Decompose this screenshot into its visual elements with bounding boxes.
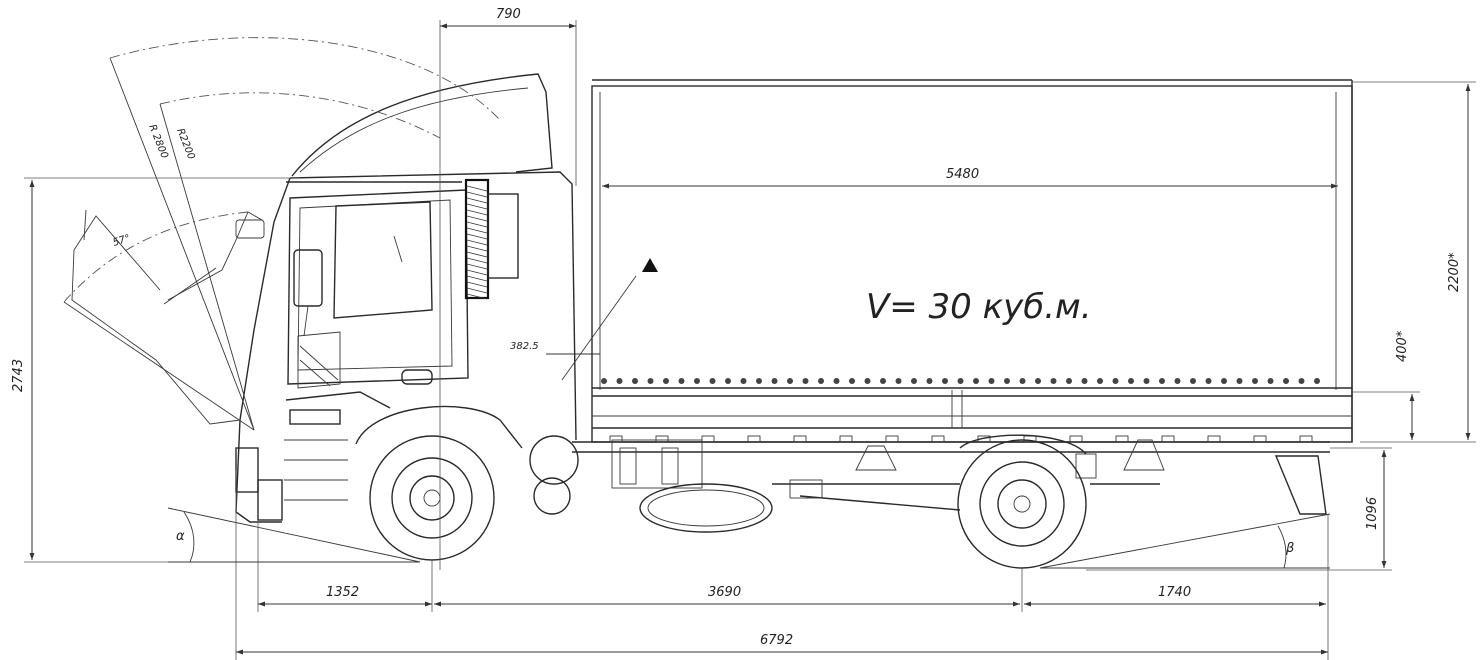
dim-body-floor xyxy=(1352,391,1420,440)
dim-front-overhang-label: 1352 xyxy=(326,585,359,600)
dim-frame-height xyxy=(1086,447,1392,571)
departure-angle-lines xyxy=(1039,513,1331,569)
exhaust-stack-hatching xyxy=(466,185,488,300)
ground-extension-lines xyxy=(235,470,1329,660)
frame-brackets xyxy=(609,435,1313,443)
reference-marker-icon xyxy=(642,258,658,272)
dim-body-height-label: 2200* xyxy=(1447,252,1462,292)
dim-cab-length xyxy=(439,20,577,570)
radius-inner-label: R2200 xyxy=(174,127,196,161)
dim-body-length-label: 5480 xyxy=(946,167,979,182)
dim-wheelbase-label: 3690 xyxy=(708,585,741,600)
cab-tilt-arcs xyxy=(63,37,501,431)
front-wheel xyxy=(369,435,495,561)
dim-rear-overhang-label: 1740 xyxy=(1158,585,1191,600)
dim-frame-height-label: 1096 xyxy=(1365,497,1380,530)
departure-angle-label: β xyxy=(1285,541,1294,556)
dim-hitch-offset-label: 382.5 xyxy=(510,341,539,352)
radius-outer-label: R 2800 xyxy=(146,123,170,160)
rear-wheel xyxy=(957,434,1087,569)
dim-overall-length-label: 6792 xyxy=(760,633,793,648)
volume-label: V= 30 куб.м. xyxy=(866,287,1092,327)
approach-angle-lines xyxy=(167,507,421,563)
dim-cab-length-label: 790 xyxy=(496,7,521,22)
dim-body-floor-label: 400* xyxy=(1395,330,1410,362)
cab-tilt-angle-label: 57° xyxy=(112,233,132,249)
dim-overall-height-label: 2743 xyxy=(11,359,26,392)
cargo-body xyxy=(591,79,1353,443)
chassis-frame xyxy=(572,435,1330,533)
reference-leader-line xyxy=(561,275,637,381)
approach-angle-label: α xyxy=(176,529,185,544)
dim-body-height xyxy=(1352,81,1476,443)
truck-cab xyxy=(71,73,579,523)
tarp-rivet-row xyxy=(601,378,1320,384)
